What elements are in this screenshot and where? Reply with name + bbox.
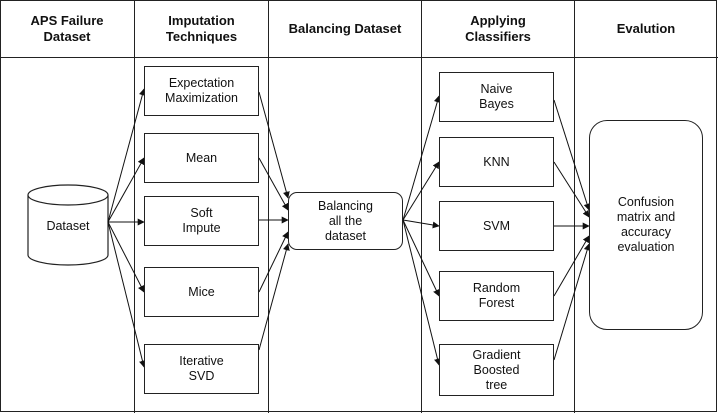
header-aps-failure-dataset: APS Failure Dataset — [30, 12, 104, 44]
header-imputation-techniques: Imputation Techniques — [165, 12, 238, 44]
classifier-box-gradient-boosted-tree: Gradient Boosted tree — [439, 344, 554, 396]
arrows-imputation-to-balancing — [258, 91, 290, 351]
arrows-classifiers-to-evaluation — [553, 99, 591, 361]
balancing-box: Balancing all the dataset — [288, 192, 403, 250]
imputation-box-mean: Mean — [144, 133, 259, 183]
header-evaluation: Evalution — [616, 20, 676, 36]
arrows-dataset-to-imputation — [107, 88, 146, 368]
classifier-box-knn: KNN — [439, 137, 554, 187]
evaluation-box: Confusion matrix and accuracy evaluation — [589, 120, 703, 330]
imputation-box-soft-impute: Soft Impute — [144, 196, 259, 246]
imputation-box-iterative-svd: Iterative SVD — [144, 344, 259, 394]
arrows-balancing-to-classifiers — [402, 95, 441, 366]
imputation-box-expectation-maximization: Expectation Maximization — [144, 66, 259, 116]
classifier-box-random-forest: Random Forest — [439, 271, 554, 321]
dataset-label: Dataset — [46, 219, 90, 233]
header-balancing-dataset: Balancing Dataset — [288, 20, 402, 36]
dataset-cylinder — [27, 184, 109, 266]
classifier-box-naive-bayes: Naive Bayes — [439, 72, 554, 122]
classifier-box-svm: SVM — [439, 201, 554, 251]
header-applying-classifiers: Applying Classifiers — [465, 12, 531, 44]
imputation-box-mice: Mice — [144, 267, 259, 317]
